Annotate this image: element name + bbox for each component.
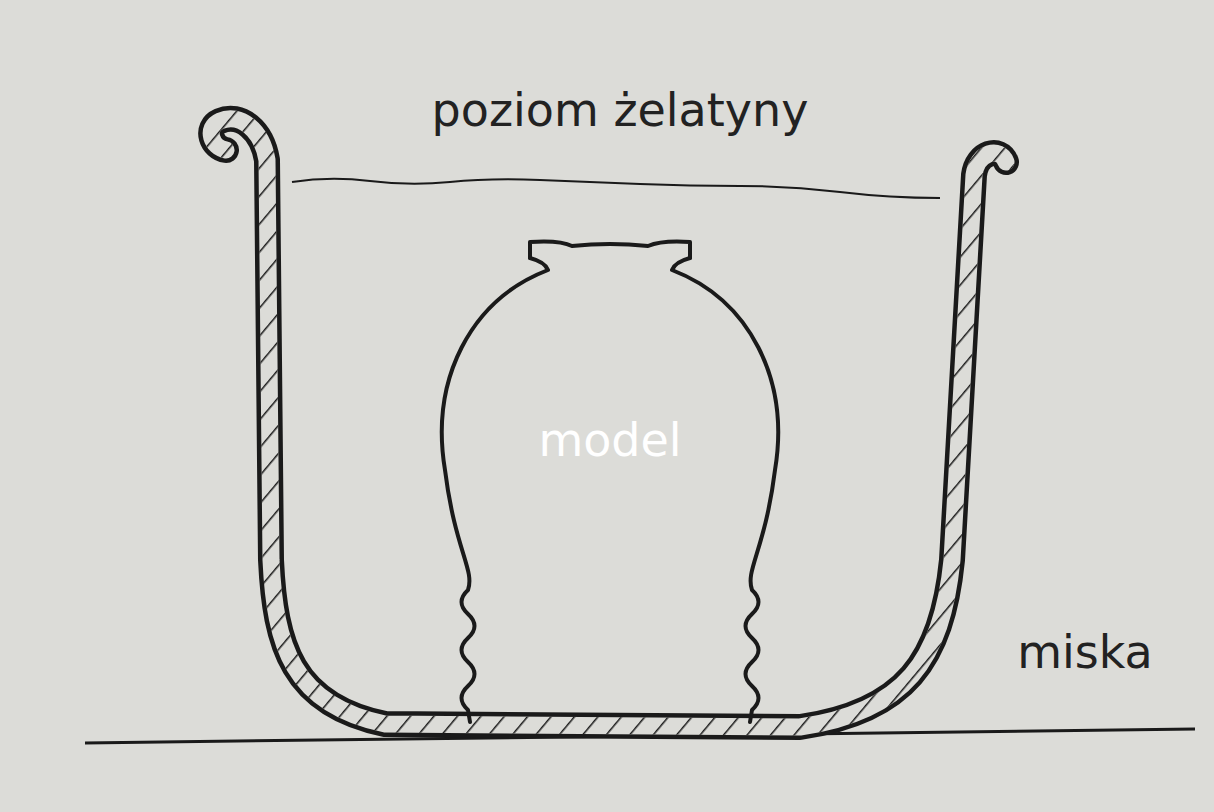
model-label: model xyxy=(538,415,681,466)
gelatin-level-line xyxy=(292,179,940,198)
bowl-wall xyxy=(211,119,1006,727)
gelatin-level-label: poziom żelatyny xyxy=(432,85,809,136)
model-vase xyxy=(442,242,778,723)
bowl-label: miska xyxy=(1017,627,1153,678)
